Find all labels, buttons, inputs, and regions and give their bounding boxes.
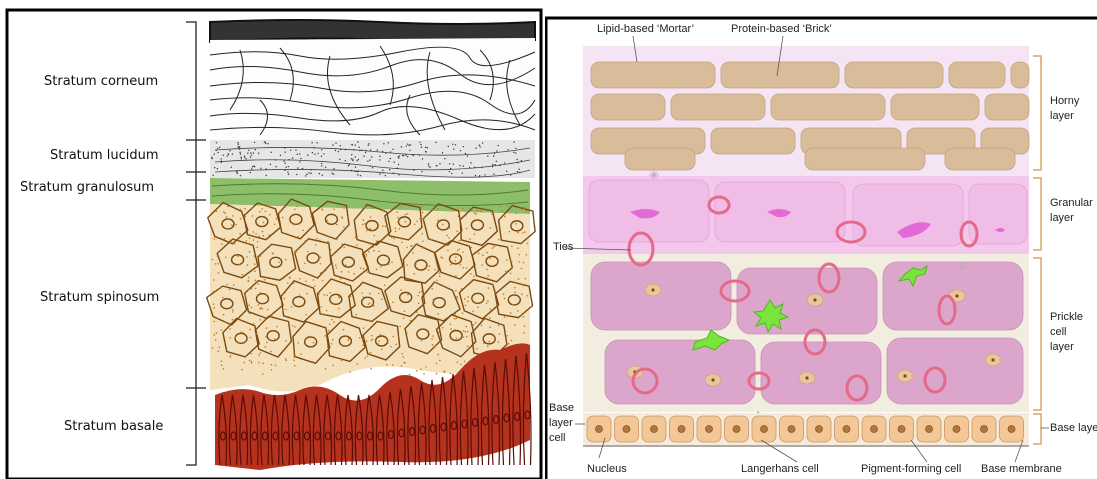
histology-drawing — [0, 0, 545, 479]
label-granular-1: Granular — [1050, 196, 1093, 211]
label-base-cell-2: layer — [549, 416, 573, 431]
label-horny-2: layer — [1050, 109, 1074, 124]
label-horny-1: Horny — [1050, 94, 1079, 109]
epidermis-histology-panel: Stratum corneum Stratum lucidum Stratum … — [0, 0, 545, 479]
label-prickle-1: Prickle — [1050, 310, 1083, 325]
label-granular-2: layer — [1050, 211, 1074, 226]
label-stratum-lucidum: Stratum lucidum — [50, 148, 159, 163]
label-base-membrane: Base membrane — [981, 462, 1062, 477]
skin-schematic-panel: Lipid-based ‘Mortar’ Protein-based ‘Bric… — [545, 0, 1097, 479]
label-stratum-granulosum: Stratum granulosum — [20, 180, 154, 195]
label-prickle-2: cell — [1050, 325, 1067, 340]
label-base-layer: Base layer — [1050, 421, 1097, 436]
label-pigment-forming-cell: Pigment-forming cell — [861, 462, 961, 477]
brick-cells — [591, 62, 1029, 170]
label-ties: Ties — [553, 240, 573, 255]
label-prickle-3: layer — [1050, 340, 1074, 355]
label-base-cell-3: cell — [549, 431, 566, 446]
label-stratum-basale: Stratum basale — [64, 419, 163, 434]
schematic-drawing — [545, 0, 1097, 479]
label-lipid-mortar: Lipid-based ‘Mortar’ — [597, 22, 694, 37]
label-stratum-spinosum: Stratum spinosum — [40, 290, 159, 305]
lucidum-layer — [210, 140, 535, 178]
corneum-layer — [210, 20, 535, 140]
label-stratum-corneum: Stratum corneum — [44, 74, 158, 89]
label-base-cell-1: Base — [549, 401, 574, 416]
label-protein-brick: Protein-based ‘Brick’ — [731, 22, 832, 37]
label-langerhans-cell: Langerhans cell — [741, 462, 819, 477]
label-nucleus: Nucleus — [587, 462, 627, 477]
